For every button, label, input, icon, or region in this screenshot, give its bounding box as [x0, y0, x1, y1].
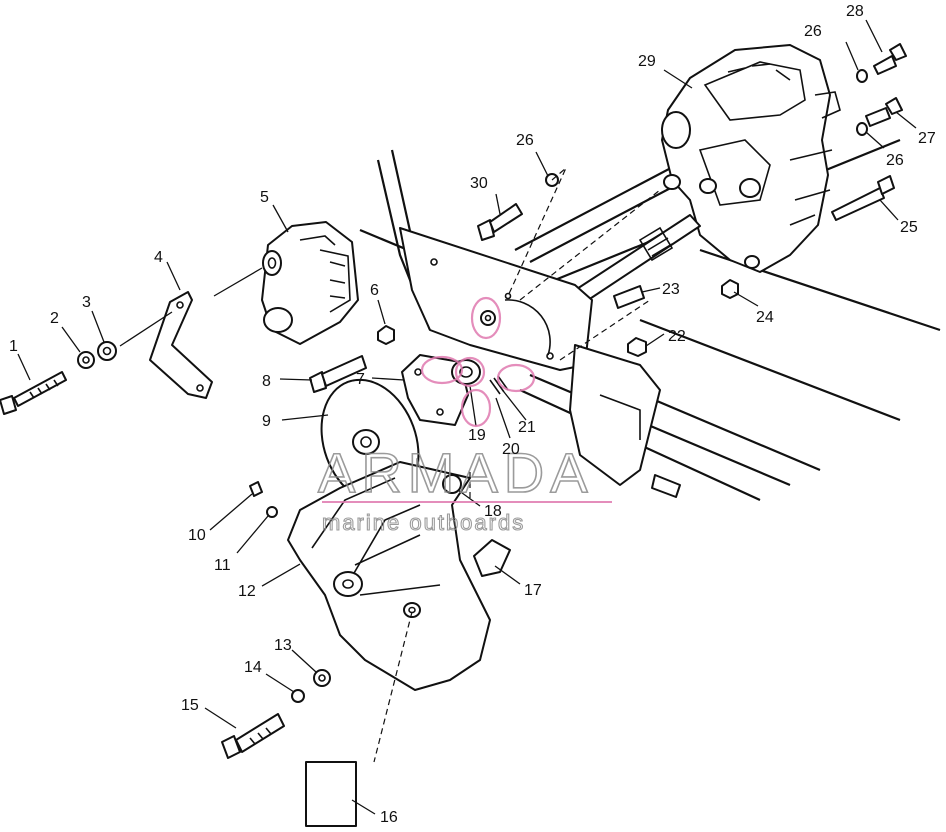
callout-5: 5 [260, 189, 269, 206]
callout-27: 27 [918, 130, 936, 147]
belt-guard-cover [287, 461, 491, 691]
callout-8: 8 [262, 373, 271, 390]
nut-22 [627, 337, 647, 357]
bolt-23 [613, 285, 645, 309]
leader-lines [17, 19, 917, 815]
callout-13: 13 [274, 637, 292, 654]
nut-6 [377, 325, 395, 345]
callout-16: 16 [380, 809, 398, 826]
callout-6: 6 [370, 282, 379, 299]
callout-26-lower: 26 [886, 152, 904, 169]
callout-7: 7 [356, 371, 365, 388]
fasteners [0, 43, 907, 759]
callout-12: 12 [238, 583, 256, 600]
bolt-1 [0, 371, 67, 415]
watermark: ARMADA marine outboards [317, 296, 612, 536]
callout-14: 14 [244, 659, 262, 676]
callout-21: 21 [518, 419, 536, 436]
callout-25: 25 [900, 219, 918, 236]
callout-24: 24 [756, 309, 774, 326]
bolt-8 [309, 355, 367, 393]
washer-26-upper [856, 69, 868, 83]
nut-24 [721, 279, 739, 299]
washer-3 [97, 341, 117, 361]
bolt-28 [873, 43, 907, 75]
watermark-logo-flower [420, 296, 536, 428]
watermark-subtitle: marine outboards [322, 510, 525, 535]
callout-18: 18 [484, 503, 502, 520]
callout-29: 29 [638, 53, 656, 70]
callout-1: 1 [9, 338, 18, 355]
bolt-27 [865, 97, 903, 127]
callout-15: 15 [181, 697, 199, 714]
transmission-housing [661, 44, 841, 273]
callout-20: 20 [502, 441, 520, 458]
callout-17: 17 [524, 582, 542, 599]
washer-11 [266, 506, 278, 518]
callout-26-top: 26 [516, 132, 534, 149]
bolt-15 [221, 713, 285, 759]
spacer-17 [473, 539, 511, 577]
strap-bracket [149, 291, 213, 399]
callout-26-upper: 26 [804, 23, 822, 40]
watermark-title: ARMADA [318, 441, 594, 504]
starter-motor [261, 221, 359, 345]
nut-18 [442, 474, 462, 494]
washer-14 [291, 689, 305, 703]
bolt-25 [831, 175, 895, 221]
bolt-30 [477, 203, 523, 241]
callout-4: 4 [154, 249, 163, 266]
callout-30: 30 [470, 175, 488, 192]
washer-26-lower [856, 122, 868, 136]
callout-23: 23 [662, 281, 680, 298]
washer-13 [313, 669, 331, 687]
callout-28: 28 [846, 3, 864, 20]
decal-label [305, 761, 357, 827]
callout-3: 3 [82, 294, 91, 311]
callout-labels: 1 2 3 4 5 6 7 8 9 10 11 12 13 14 15 16 1… [9, 3, 936, 826]
washer-2 [77, 351, 95, 369]
callout-22: 22 [668, 328, 686, 345]
callout-2: 2 [50, 310, 59, 327]
mounting-bracket [399, 227, 681, 498]
callout-11: 11 [214, 557, 231, 574]
callout-9: 9 [262, 413, 271, 430]
callout-10: 10 [188, 527, 206, 544]
callout-19: 19 [468, 427, 486, 444]
screw-10 [249, 481, 263, 497]
